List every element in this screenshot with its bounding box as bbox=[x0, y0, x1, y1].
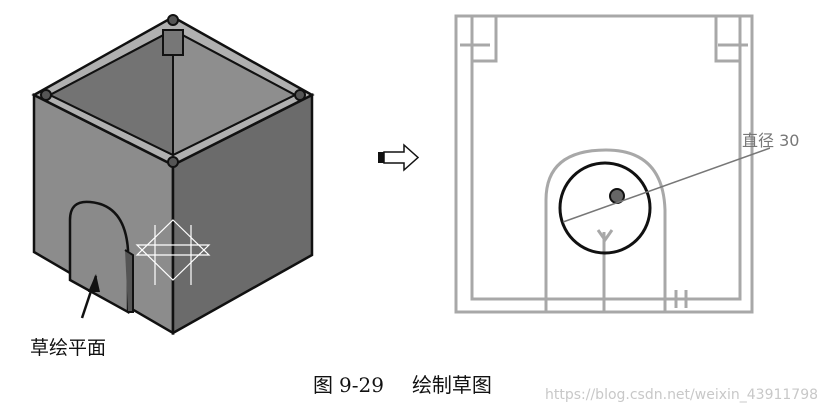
coordinate-star-icon bbox=[135, 219, 211, 285]
caption-number: 9-29 bbox=[339, 373, 384, 397]
sketch-circle bbox=[558, 161, 652, 255]
watermark: https://blog.csdn.net/weixin_43911798 bbox=[545, 387, 819, 403]
caption-text: 绘制草图 bbox=[411, 373, 492, 397]
caption-prefix: 图 bbox=[313, 373, 333, 397]
right-arrow-icon bbox=[378, 143, 420, 172]
dimension-leader bbox=[562, 147, 770, 223]
sketch-view bbox=[454, 14, 770, 314]
arch-boss bbox=[68, 200, 130, 315]
box-3d-model bbox=[31, 14, 315, 336]
sketch-plane-label: 草绘平面 bbox=[30, 337, 107, 359]
diameter-dimension-label: 直径 30 bbox=[742, 131, 800, 150]
